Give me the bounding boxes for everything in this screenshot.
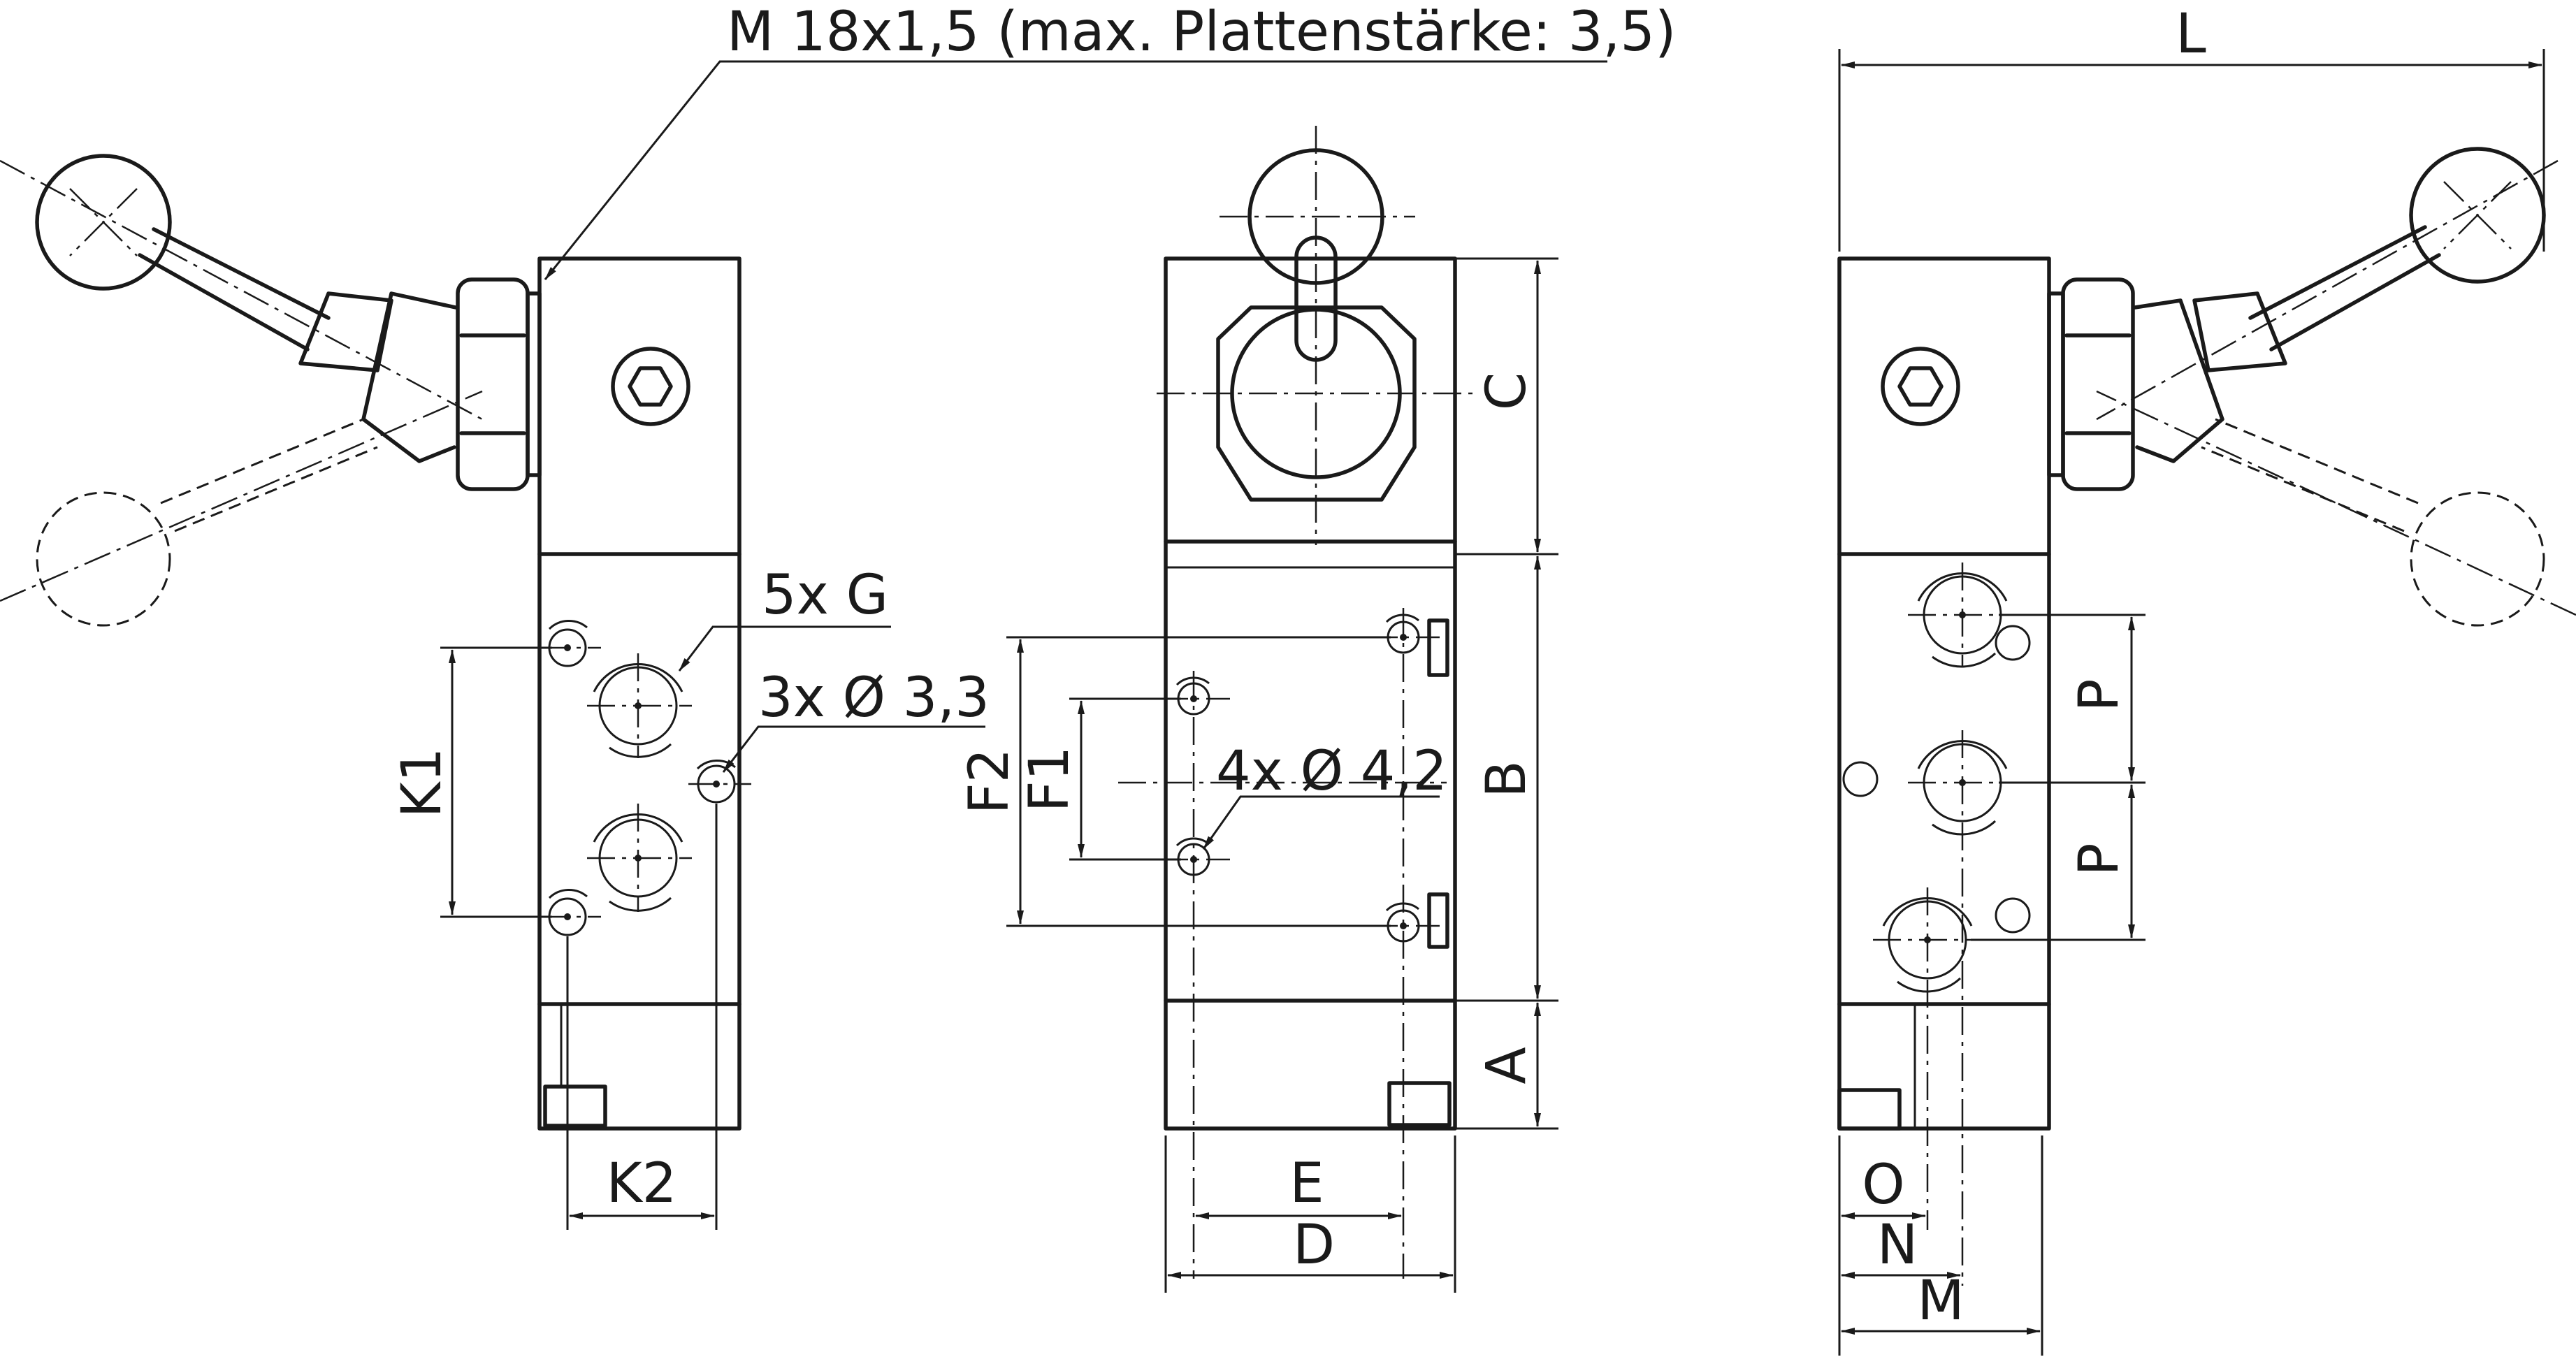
ports-leader — [678, 625, 891, 672]
dim-M-label: M — [1917, 1270, 1964, 1333]
holes-mount-leader — [1202, 795, 1440, 850]
right-mount-nut — [2061, 277, 2135, 491]
right-hole-3 — [1995, 897, 2031, 934]
right-lever-shaft-top — [2248, 225, 2427, 320]
dim-P-upper-label: P — [2068, 678, 2131, 711]
left-bottom-tab — [543, 1084, 607, 1128]
right-hole-2 — [1842, 761, 1879, 797]
dim-F1-label: F1 — [1018, 746, 1081, 813]
left-lever-shaft-bottom — [138, 253, 310, 351]
thread-note-label: M 18x1,5 (max. Plattenstärke: 3,5) — [727, 1, 1676, 64]
left-port-lower — [587, 804, 692, 912]
left-hex-socket-icon — [628, 366, 673, 407]
left-mount-nut — [456, 277, 530, 491]
center-hole-2 — [1160, 676, 1230, 716]
left-lever-knob-alt — [36, 491, 171, 627]
right-socket-circle — [1881, 347, 1960, 426]
dim-E-label: E — [1289, 1152, 1324, 1215]
left-small-hole-1 — [542, 620, 601, 667]
dim-K1-label: K1 — [391, 748, 454, 818]
right-lever-base — [2133, 298, 2224, 463]
left-lever-shaft-top — [152, 227, 331, 320]
left-lever-base — [361, 291, 458, 463]
center-valve-body — [1164, 256, 1457, 1131]
dim-L-label: L — [2176, 3, 2206, 66]
left-view: K1 K2 M 18x1,5 (max. Plattenstärke: 3,5)… — [0, 1, 1676, 1230]
dim-K2-label: K2 — [607, 1152, 677, 1215]
right-port-2 — [1908, 730, 2139, 1286]
right-valve-body — [1837, 256, 2051, 1131]
left-valve-body — [537, 256, 741, 1131]
left-port-upper — [587, 653, 692, 758]
ports-label: 5x G — [762, 564, 888, 627]
dim-D-label: D — [1293, 1214, 1335, 1277]
dim-C-label: C — [1475, 372, 1538, 410]
right-lever-knob-alt — [2410, 491, 2545, 627]
center-view: F2 F1 4x Ø 4,2 C B A E D — [958, 126, 1558, 1293]
left-small-hole-3 — [542, 889, 601, 936]
left-socket-circle — [611, 347, 690, 426]
dim-A-label: A — [1475, 1047, 1538, 1084]
holes-small-label: 3x Ø 3,3 — [758, 667, 990, 730]
right-lever-shaft-bottom — [2269, 253, 2441, 351]
thread-note-leader — [544, 60, 1607, 280]
center-hole-3 — [1160, 837, 1230, 876]
holes-mount-label: 4x Ø 4,2 — [1216, 740, 1447, 803]
dim-N-label: N — [1877, 1214, 1918, 1277]
dim-B-label: B — [1475, 760, 1538, 798]
right-hole-1 — [1995, 625, 2031, 661]
left-lever-knob — [35, 154, 172, 291]
right-view: L P P O N M — [1837, 3, 2576, 1356]
dim-F2-label: F2 — [958, 748, 1021, 815]
dim-P-lower-label: P — [2068, 843, 2131, 876]
right-hex-socket-icon — [1897, 366, 1944, 407]
left-small-hole-2 — [688, 760, 751, 804]
holes-small-leader — [722, 725, 985, 773]
dim-O-label: O — [1862, 1154, 1904, 1217]
